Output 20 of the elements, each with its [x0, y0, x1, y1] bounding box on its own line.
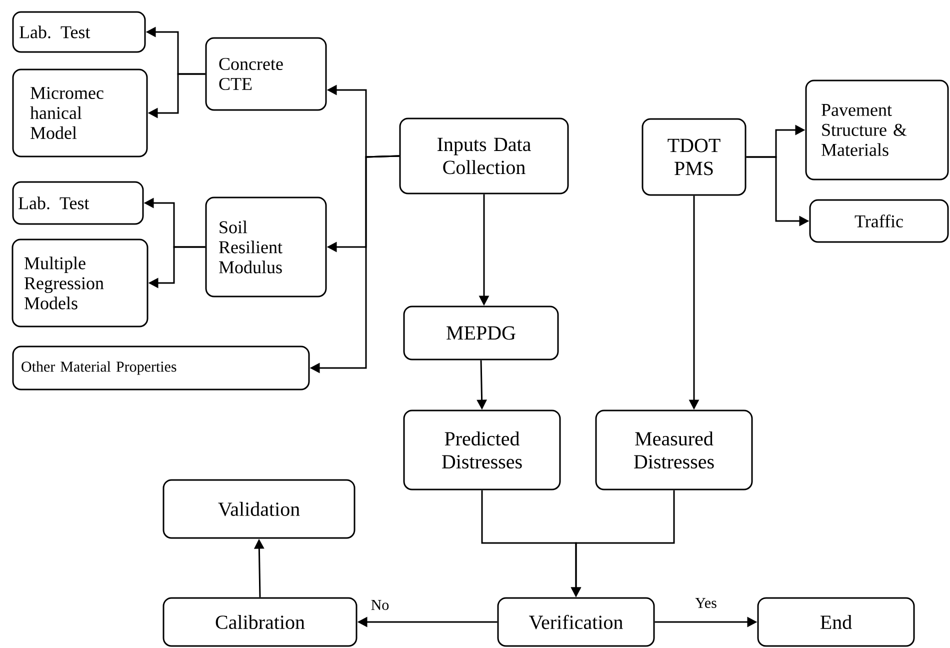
process-box: Traffic — [809, 199, 949, 243]
process-box: Other Material Properties — [12, 346, 310, 390]
process-box: Inputs Data Collection — [399, 118, 569, 194]
process-box: Multiple Regression Models — [12, 238, 148, 328]
process-box: Micromec hanical Model — [12, 68, 148, 158]
process-box: Measured Distresses — [595, 410, 753, 490]
process-box: Soil Resilient Modulus — [205, 196, 327, 298]
edge-label: No — [370, 599, 390, 611]
process-box: TDOT PMS — [642, 118, 746, 196]
process-box: Predicted Distresses — [403, 410, 561, 490]
process-box: Verification — [497, 597, 655, 647]
process-box: Lab. Test — [12, 11, 146, 53]
process-box: Concrete CTE — [205, 37, 327, 111]
process-box: Pavement Structure & Materials — [805, 80, 949, 180]
process-box: Lab. Test — [12, 181, 144, 225]
process-box: Validation — [162, 479, 356, 539]
process-box: MEPDG — [403, 306, 559, 360]
process-box: End — [757, 597, 915, 647]
edge-label: Yes — [694, 597, 718, 609]
process-box: Calibration — [162, 597, 358, 647]
